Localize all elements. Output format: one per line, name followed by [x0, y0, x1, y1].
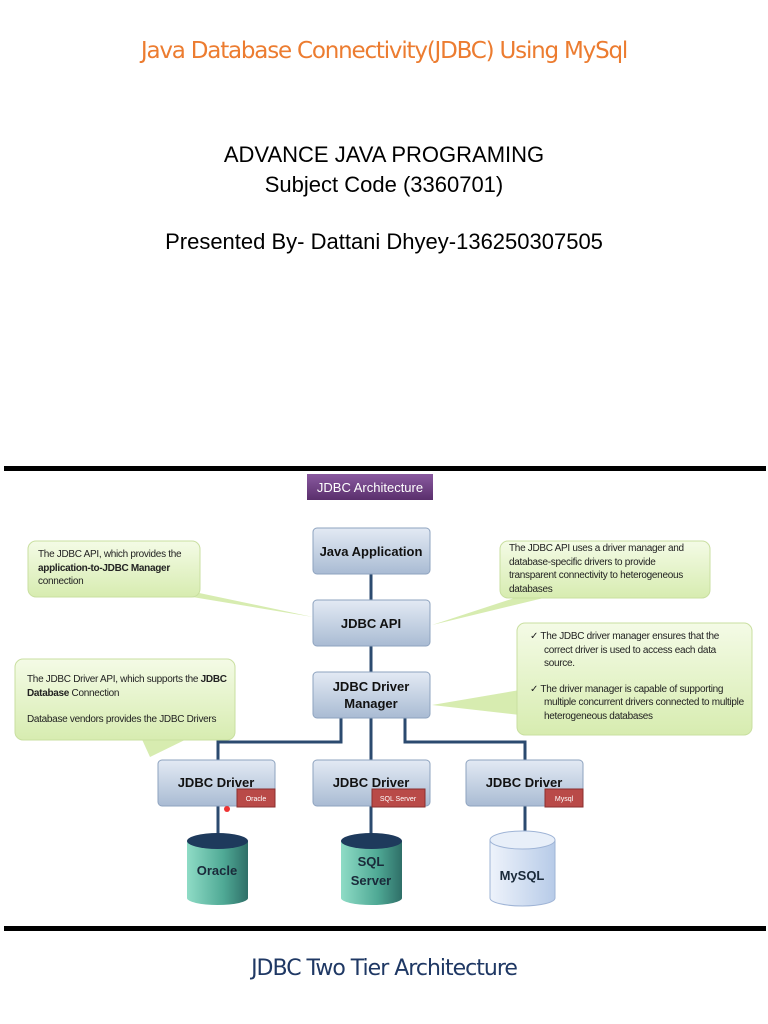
database-label: MySQL	[500, 868, 545, 883]
java-application-label: Java Application	[320, 544, 423, 559]
callout-text: The JDBC Driver API, which supports the	[27, 674, 201, 685]
driver-tag	[236, 788, 276, 808]
driver-tag-text: Mysql	[555, 796, 574, 803]
driver-label: JDBC Driver	[486, 775, 563, 790]
callout-text: Connection	[69, 687, 120, 699]
driver-tag-text: SQL Server	[380, 796, 417, 803]
subject-code: Subject Code (3360701)	[264, 172, 504, 197]
database-label: Server	[351, 873, 391, 888]
callout-text: The JDBC API, which provides the	[38, 549, 182, 560]
document-title: Java Database Connectivity(JDBC) Using M…	[140, 38, 628, 64]
diagram-title-box	[307, 474, 433, 500]
callout-api-left	[27, 540, 201, 598]
driver-manager-label-2: Manager	[344, 696, 397, 711]
callout-api-right-text: The JDBC API uses a driver manager and d…	[509, 543, 684, 595]
driver-label: JDBC Driver	[333, 775, 410, 790]
driver-tag-text: Oracle	[246, 796, 267, 803]
database-mysql: MySQL	[489, 830, 556, 907]
callout-bold: application-to-JDBC Manager	[38, 562, 170, 574]
jdbc-api-label: JDBC API	[341, 616, 401, 631]
driver-tag	[544, 788, 584, 808]
driver-oracle: JDBC Driver Oracle	[157, 759, 276, 808]
connector-lines	[216, 574, 527, 835]
database-label: SQL	[358, 854, 385, 869]
callout-driver-left-text: The JDBC Driver API, which supports the …	[27, 673, 232, 727]
callout-bold: JDBC Database	[27, 674, 227, 699]
java-application-box	[312, 527, 431, 575]
callout-manager-right-text: ✓ The JDBC driver manager ensures that t…	[530, 631, 744, 722]
callout-manager-right	[516, 622, 753, 736]
callout-bullet: The JDBC driver manager ensures that the…	[540, 631, 720, 669]
driver-manager-box	[312, 671, 431, 719]
top-divider	[4, 466, 766, 471]
callout-text: Database vendors provides the JDBC Drive…	[27, 714, 217, 725]
callout-tail	[432, 690, 520, 715]
driver-manager-label-1: JDBC Driver	[333, 679, 410, 694]
callout-text: connection	[38, 576, 84, 587]
driver-sqlserver: JDBC Driver SQL Server	[312, 759, 431, 808]
subject-heading: ADVANCE JAVA PROGRAMING	[223, 142, 545, 167]
diagram-title: JDBC Architecture	[317, 480, 423, 495]
database-sqlserver: SQL Server	[341, 833, 402, 906]
driver-mysql: JDBC Driver Mysql	[465, 759, 584, 808]
callout-api-left-text: The JDBC API, which provides the applica…	[38, 548, 188, 589]
pointer-dot	[224, 806, 230, 812]
callout-driver-left	[14, 658, 236, 741]
presenter: Presented By- Dattani Dhyey-136250307505	[165, 229, 603, 254]
callout-api-right	[499, 540, 711, 599]
driver-label: JDBC Driver	[178, 775, 255, 790]
driver-tag	[371, 788, 426, 808]
database-label: Oracle	[197, 863, 237, 878]
jdbc-api-box	[312, 599, 431, 647]
footer-caption: JDBC Two Tier Architecture	[251, 956, 518, 981]
bottom-divider	[4, 926, 766, 931]
callout-bullet: The driver manager is capable of support…	[540, 683, 744, 722]
database-oracle: Oracle	[187, 833, 248, 906]
